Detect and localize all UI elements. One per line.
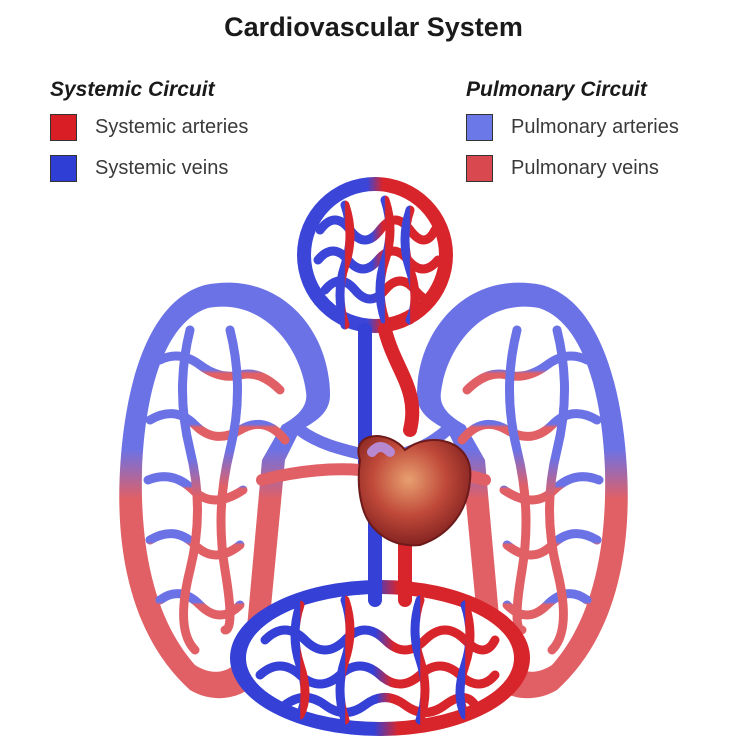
upper-capillary-bed [297, 177, 453, 333]
heart-icon [358, 436, 470, 545]
